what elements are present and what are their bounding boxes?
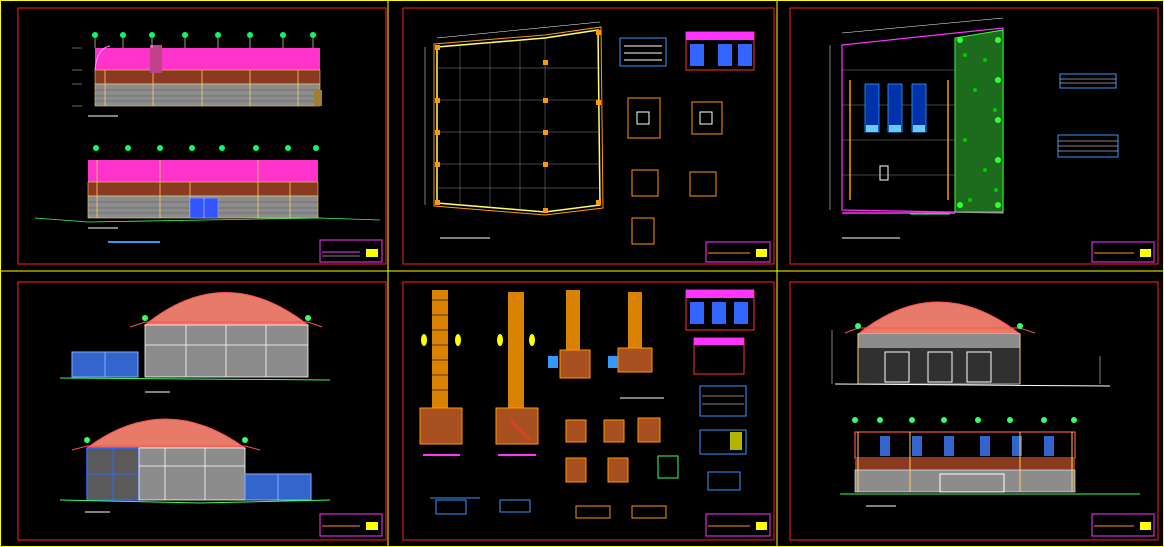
- title-block: [705, 513, 771, 537]
- arched-roof: [85, 418, 247, 449]
- elevation-bottom: [34, 145, 381, 243]
- elevation-top: [59, 292, 331, 393]
- sheet-b-border: [402, 7, 775, 265]
- plan-outline: [841, 27, 1004, 214]
- column-details: [419, 290, 653, 456]
- plan-grid: [437, 38, 600, 212]
- title-block: [319, 513, 383, 537]
- elevation-top: [72, 32, 322, 117]
- wall: [94, 83, 321, 107]
- sheet-e-border: [402, 281, 775, 541]
- roof: [88, 160, 318, 182]
- sheet-a-border: [17, 7, 387, 265]
- section-bottom: [840, 417, 1140, 507]
- column-footings: [435, 30, 601, 213]
- elevation-bottom: [59, 418, 331, 513]
- green-area: [954, 29, 1004, 213]
- sheet-e-details: [419, 289, 771, 537]
- vehicle-bays: [864, 83, 927, 133]
- sheet-a-elevations: [34, 32, 383, 263]
- sheet-borders: [17, 7, 1159, 541]
- legend-tables: [1057, 73, 1119, 158]
- schedule-tables: [685, 289, 755, 491]
- ground-line: [34, 217, 381, 223]
- sheet-c-border: [789, 7, 1159, 265]
- truck-icons: [884, 351, 992, 383]
- wall: [138, 447, 246, 501]
- sheet-f-sections: [831, 301, 1155, 537]
- tree-markers: [957, 37, 1001, 208]
- tree-markers: [92, 32, 316, 38]
- section-top: [831, 301, 1111, 387]
- footing-details: [619, 31, 755, 245]
- title-block: [705, 241, 771, 263]
- title-block: [1091, 513, 1155, 537]
- sheet-d-elevations: [59, 292, 383, 537]
- roof: [95, 48, 320, 70]
- truck-icon: [939, 473, 1005, 493]
- sheet-d-border: [17, 281, 387, 541]
- small-details: [430, 397, 679, 519]
- sheet-f-border: [789, 281, 1159, 541]
- title-block: [319, 239, 383, 263]
- arched-roof: [143, 292, 310, 326]
- wall: [144, 324, 309, 378]
- sheet-b-foundation-plan: [424, 21, 771, 263]
- sheet-c-floor-plan: [829, 17, 1155, 263]
- arched-roof: [856, 301, 1022, 335]
- title-block: [1091, 241, 1155, 263]
